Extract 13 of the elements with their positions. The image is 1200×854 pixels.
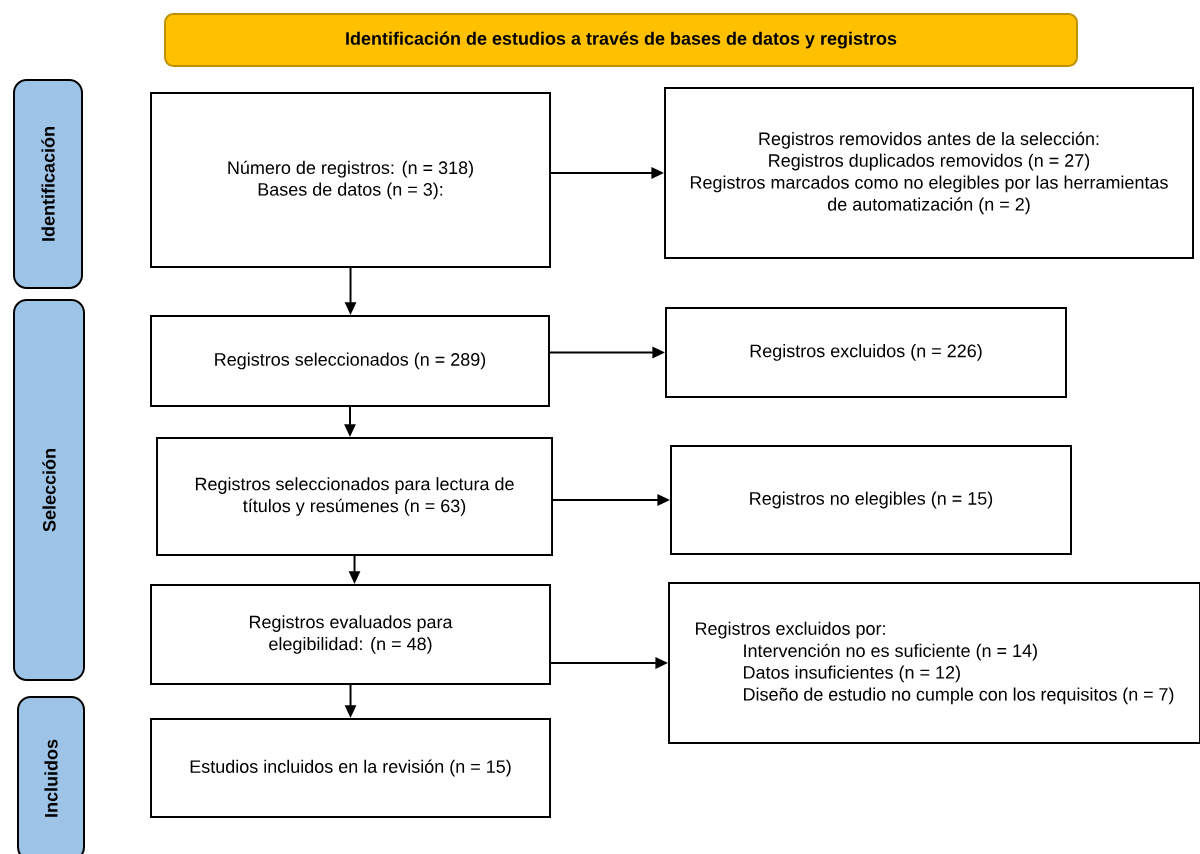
phase-label: Identificación [13,79,83,289]
process-box: Registros no elegibles (n = 15) [670,445,1072,555]
process-box: Registros removidos antes de la selección: Registros duplicados removidos (n = 27) Registros marcados como no elegibles por las herramientas de automatización (n = 2) [664,87,1194,259]
title-banner: Identificación de estudios a través de bases de datos y registros [164,13,1078,67]
process-box: Registros seleccionados (n = 289) [150,315,550,407]
process-box: Registros evaluados para elegibilidad: (n = 48) [150,584,551,685]
process-box: Estudios incluidos en la revisión (n = 15) [150,718,551,818]
process-box: Registros excluidos (n = 226) [665,307,1067,398]
phase-label: Incluidos [17,696,85,854]
phase-label: Selección [13,299,85,681]
process-box: Registros excluidos por: Intervención no es suficiente (n = 14) Datos insuficientes (n = 12) Diseño de estudio no cumple con los requisitos (n = 7) [668,582,1200,744]
process-box: Registros seleccionados para lectura de títulos y resúmenes (n = 63) [156,437,553,556]
process-box: Número de registros: (n = 318) Bases de datos (n = 3): [150,92,551,268]
